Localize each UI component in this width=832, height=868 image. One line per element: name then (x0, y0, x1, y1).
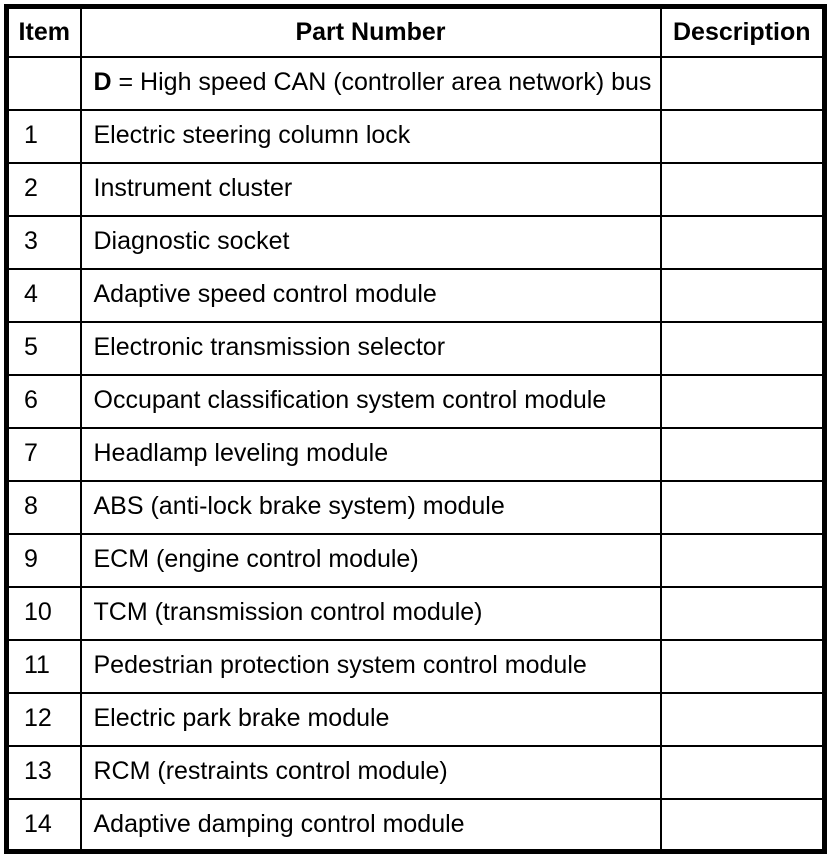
description-cell (659, 638, 826, 694)
legend-item-cell (5, 55, 82, 111)
item-cell: 7 (5, 426, 82, 482)
item-cell: 13 (5, 744, 82, 800)
part-number-cell: Occupant classification system control m… (79, 373, 662, 429)
item-cell: 11 (5, 638, 82, 694)
part-number-cell: Adaptive damping control module (79, 797, 662, 853)
item-cell: 3 (5, 214, 82, 270)
legend-bus-text: = High speed CAN (controller area networ… (111, 68, 652, 97)
part-number-cell: RCM (restraints control module) (79, 744, 662, 800)
table-row: 3 Diagnostic socket (5, 214, 826, 270)
description-cell (659, 267, 826, 323)
table-row: 6 Occupant classification system control… (5, 373, 826, 429)
part-number-cell: Headlamp leveling module (79, 426, 662, 482)
item-cell: 2 (5, 161, 82, 217)
column-header-part-number: Part Number (79, 5, 662, 58)
legend-bus-key: D (93, 68, 112, 97)
parts-table: Item Part Number Description D = High sp… (4, 4, 827, 854)
part-number-cell: ECM (engine control module) (79, 532, 662, 588)
part-number-cell: Electronic transmission selector (79, 320, 662, 376)
legend-row: D = High speed CAN (controller area netw… (5, 55, 826, 111)
item-cell: 14 (5, 797, 82, 853)
legend-description-cell (659, 55, 826, 111)
table-header: Item Part Number Description (5, 5, 826, 58)
description-cell (659, 373, 826, 429)
description-cell (659, 161, 826, 217)
table-row: 13 RCM (restraints control module) (5, 744, 826, 800)
description-cell (659, 108, 826, 164)
part-number-cell: Electric steering column lock (79, 108, 662, 164)
item-cell: 5 (5, 320, 82, 376)
legend-part-cell: D = High speed CAN (controller area netw… (79, 55, 662, 111)
table-row: 12 Electric park brake module (5, 691, 826, 747)
item-cell: 9 (5, 532, 82, 588)
table-row: 14 Adaptive damping control module (5, 797, 826, 853)
item-cell: 10 (5, 585, 82, 641)
description-cell (659, 797, 826, 853)
description-cell (659, 585, 826, 641)
table-body: D = High speed CAN (controller area netw… (5, 55, 826, 853)
part-number-cell: Adaptive speed control module (79, 267, 662, 323)
part-number-cell: TCM (transmission control module) (79, 585, 662, 641)
table-row: 7 Headlamp leveling module (5, 426, 826, 482)
header-row: Item Part Number Description (5, 5, 826, 58)
table-row: 11 Pedestrian protection system control … (5, 638, 826, 694)
part-number-cell: Electric park brake module (79, 691, 662, 747)
column-header-description: Description (659, 5, 826, 58)
table-row: 4 Adaptive speed control module (5, 267, 826, 323)
item-cell: 6 (5, 373, 82, 429)
table-row: 9 ECM (engine control module) (5, 532, 826, 588)
part-number-cell: ABS (anti-lock brake system) module (79, 479, 662, 535)
description-cell (659, 479, 826, 535)
item-cell: 1 (5, 108, 82, 164)
table-row: 10 TCM (transmission control module) (5, 585, 826, 641)
table-row: 1 Electric steering column lock (5, 108, 826, 164)
table-row: 5 Electronic transmission selector (5, 320, 826, 376)
item-cell: 12 (5, 691, 82, 747)
part-number-cell: Pedestrian protection system control mod… (79, 638, 662, 694)
table-row: 2 Instrument cluster (5, 161, 826, 217)
description-cell (659, 532, 826, 588)
column-header-item: Item (5, 5, 82, 58)
table-row: 8 ABS (anti-lock brake system) module (5, 479, 826, 535)
part-number-cell: Diagnostic socket (79, 214, 662, 270)
description-cell (659, 691, 826, 747)
part-number-cell: Instrument cluster (79, 161, 662, 217)
description-cell (659, 426, 826, 482)
description-cell (659, 744, 826, 800)
item-cell: 8 (5, 479, 82, 535)
description-cell (659, 320, 826, 376)
item-cell: 4 (5, 267, 82, 323)
description-cell (659, 214, 826, 270)
